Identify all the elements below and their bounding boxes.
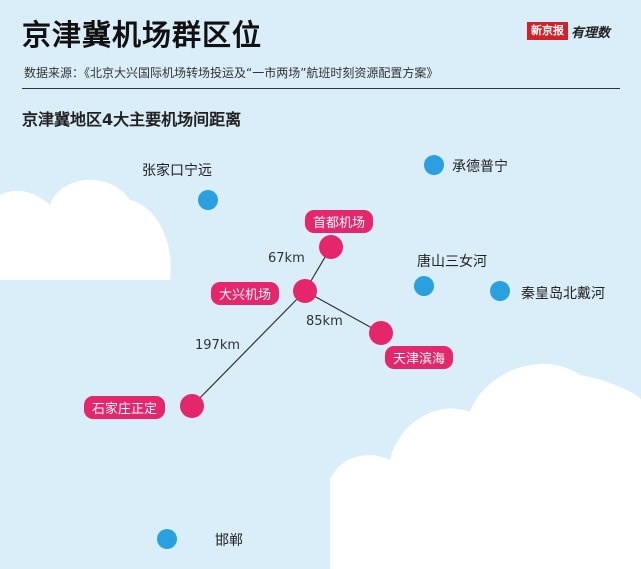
airport-dot-chengde[interactable] [424, 155, 444, 175]
airport-dot-zhangjiakou[interactable] [198, 190, 218, 210]
airport-label-zhangjiakou: 张家口宁远 [142, 163, 212, 179]
cloud-bottom-right [330, 364, 641, 569]
airport-dot-tangshan[interactable] [414, 276, 434, 296]
distance-label-tianjin: 85km [306, 314, 343, 329]
airport-tag-daxing: 大兴机场 [211, 282, 280, 305]
cloud-left [0, 179, 171, 280]
page-title: 京津冀机场群区位 [22, 18, 263, 52]
distance-label-shoudu: 67km [268, 251, 305, 266]
logo-mark: 新京报 [527, 22, 568, 40]
airport-dot-tianjin[interactable] [369, 321, 393, 345]
airport-tag-shoudu: 首都机场 [305, 210, 374, 233]
airport-label-tangshan: 唐山三女河 [417, 254, 487, 270]
airport-tag-tianjin: 天津滨海 [385, 346, 454, 369]
logo-tail: 有理数 [571, 25, 611, 41]
newspaper-logo: 新京报 有理数 [527, 22, 611, 41]
airport-dot-qinhuangdao[interactable] [490, 281, 510, 301]
airport-label-handan: 邯郸 [215, 533, 243, 549]
route-daxing-tianjin [304, 290, 382, 334]
distance-label-shijiazhuang: 197km [195, 338, 241, 353]
airport-dot-daxing[interactable] [293, 279, 317, 303]
header-divider [22, 88, 620, 89]
airport-dot-shijiazhuang[interactable] [180, 394, 204, 418]
airport-label-chengde: 承德普宁 [452, 159, 508, 175]
airport-dot-shoudu[interactable] [319, 235, 343, 259]
airport-label-qinhuangdao: 秦皇岛北戴河 [521, 286, 605, 302]
airport-tag-shijiazhuang: 石家庄正定 [84, 396, 166, 419]
route-daxing-shijiazhuang [191, 290, 306, 407]
data-source: 数据来源：《北京大兴国际机场转场投运及“一市两场”航班时刻资源配置方案》 [24, 66, 439, 80]
map-subtitle: 京津冀地区4大主要机场间距离 [22, 110, 242, 129]
airport-dot-handan[interactable] [157, 529, 177, 549]
